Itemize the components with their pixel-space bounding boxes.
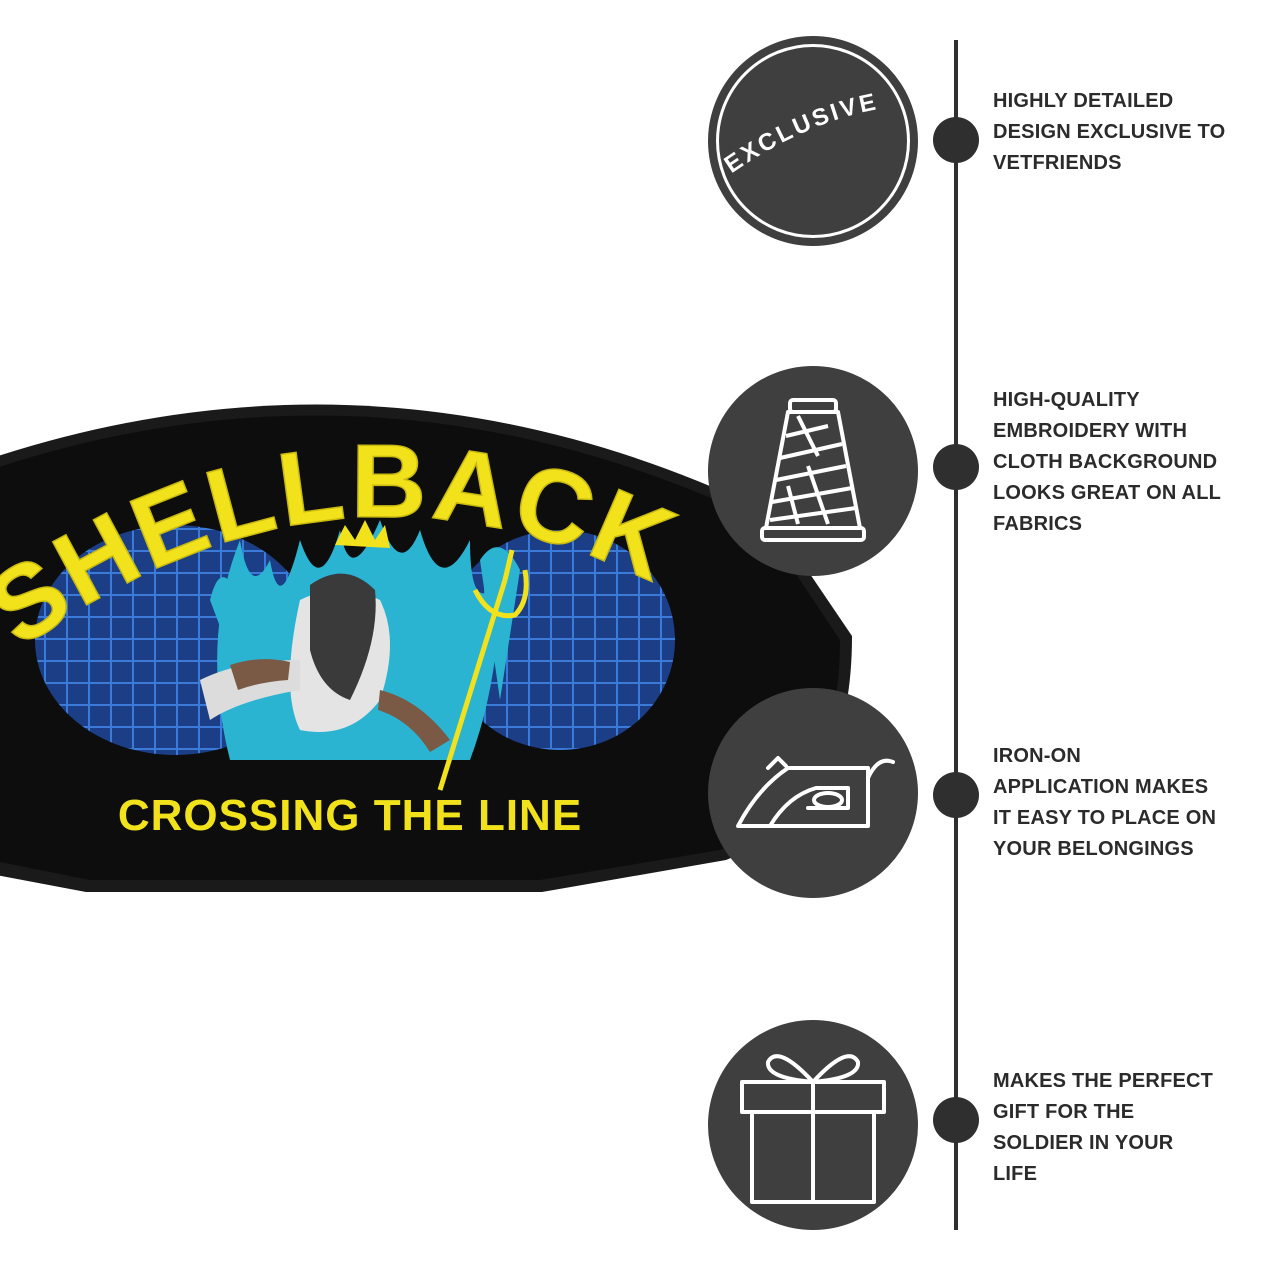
thread-spool-icon — [708, 366, 918, 576]
feature-line: CLOTH BACKGROUND — [993, 451, 1218, 473]
gift-graphic — [740, 1054, 886, 1204]
gift-icon — [708, 1020, 918, 1230]
feature-line: FABRICS — [993, 513, 1083, 535]
feature-line: HIGH-QUALITY — [993, 389, 1140, 411]
feature-line: VETFRIENDS — [993, 152, 1122, 174]
timeline-line — [954, 40, 958, 1230]
feature-line: DESIGN EXCLUSIVE TO — [993, 121, 1226, 143]
svg-text:EXCLUSIVE: EXCLUSIVE — [720, 88, 881, 178]
neptune-figure — [200, 520, 450, 752]
feature-line: LIFE — [993, 1163, 1038, 1185]
patch-illustration: SHELLBACK CROSSING THE LINE — [0, 404, 852, 892]
feature-iron-text: IRON-ON APPLICATION MAKES IT EASY TO PLA… — [993, 741, 1233, 865]
feature-line: HIGHLY DETAILED — [993, 90, 1174, 112]
feature-line: YOUR BELONGINGS — [993, 838, 1194, 860]
feature-line: GIFT FOR THE — [993, 1101, 1135, 1123]
shellback-patch: SHELLBACK CROSSING THE LINE — [0, 404, 852, 892]
feature-line: IRON-ON — [993, 745, 1082, 767]
patch-bottom-text: CROSSING THE LINE — [118, 791, 582, 840]
timeline-dot — [933, 772, 979, 818]
feature-line: MAKES THE PERFECT — [993, 1070, 1214, 1092]
thread-spool-graphic — [760, 398, 866, 542]
timeline-dot — [933, 1097, 979, 1143]
feature-line: LOOKS GREAT ON ALL — [993, 482, 1222, 504]
feature-embroidery-text: HIGH-QUALITY EMBROIDERY WITH CLOTH BACKG… — [993, 385, 1233, 540]
trident — [437, 549, 529, 791]
feature-line: IT EASY TO PLACE ON — [993, 807, 1217, 829]
feature-exclusive-text: HIGHLY DETAILED DESIGN EXCLUSIVE TO VETF… — [993, 86, 1233, 179]
feature-line: EMBROIDERY WITH — [993, 420, 1188, 442]
exclusive-badge-icon: EXCLUSIVE — [708, 36, 918, 246]
feature-line: SOLDIER IN YOUR — [993, 1132, 1174, 1154]
exclusive-badge-text: EXCLUSIVE — [720, 88, 881, 178]
feature-line: APPLICATION MAKES — [993, 776, 1209, 798]
timeline-dot — [933, 117, 979, 163]
timeline-dot — [933, 444, 979, 490]
iron-graphic — [736, 756, 895, 828]
iron-icon — [708, 688, 918, 898]
feature-gift-text: MAKES THE PERFECT GIFT FOR THE SOLDIER I… — [993, 1066, 1233, 1190]
